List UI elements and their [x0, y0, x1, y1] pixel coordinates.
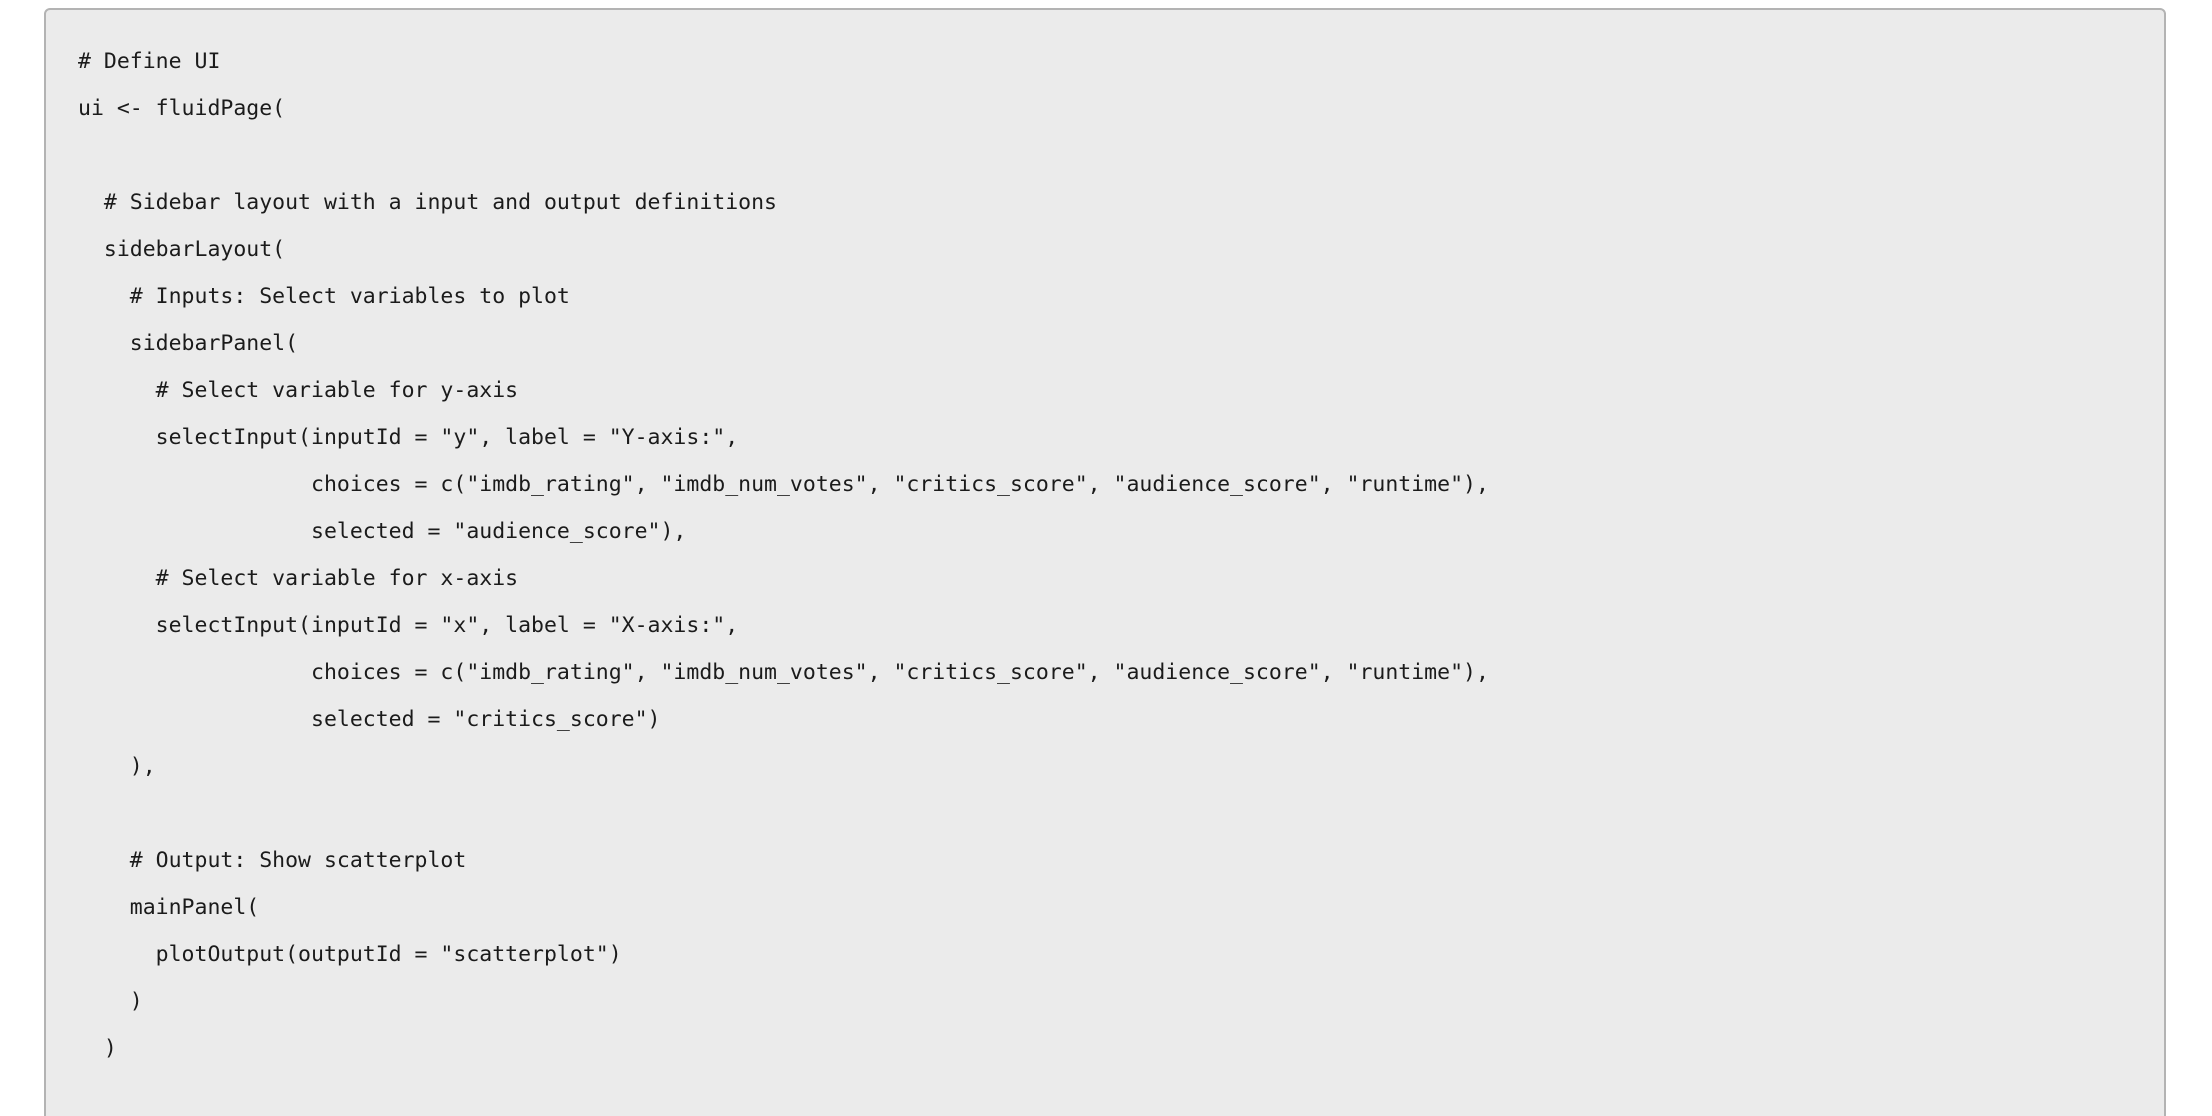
- code-line: sidebarLayout(: [78, 237, 286, 262]
- code-line: # Select variable for y-axis: [78, 378, 519, 403]
- code-line: selectInput(inputId = "y", label = "Y-ax…: [78, 425, 739, 450]
- code-line: choices = c("imdb_rating", "imdb_num_vot…: [78, 472, 1489, 497]
- code-line: choices = c("imdb_rating", "imdb_num_vot…: [78, 660, 1489, 685]
- code-block: # Define UI ui <- fluidPage( # Sidebar la…: [44, 8, 2166, 1116]
- code-lines: # Define UI ui <- fluidPage( # Sidebar la…: [78, 38, 2134, 1072]
- code-line: selected = "critics_score"): [78, 707, 661, 732]
- code-line: # Select variable for x-axis: [78, 566, 519, 591]
- code-line: ui <- fluidPage(: [78, 96, 286, 121]
- code-line: # Define UI: [78, 49, 221, 74]
- code-line: # Output: Show scatterplot: [78, 848, 467, 873]
- code-line: ),: [78, 754, 156, 779]
- code-line: mainPanel(: [78, 895, 260, 920]
- code-line: # Sidebar layout with a input and output…: [78, 190, 777, 215]
- code-line: # Inputs: Select variables to plot: [78, 284, 570, 309]
- code-line: [78, 790, 2134, 837]
- code-line: sidebarPanel(: [78, 331, 299, 356]
- code-line: ): [78, 989, 143, 1014]
- code-line: plotOutput(outputId = "scatterplot"): [78, 942, 622, 967]
- code-line: selected = "audience_score"),: [78, 519, 687, 544]
- code-line: ): [78, 1036, 117, 1061]
- code-line: selectInput(inputId = "x", label = "X-ax…: [78, 613, 739, 638]
- code-line: [78, 132, 2134, 179]
